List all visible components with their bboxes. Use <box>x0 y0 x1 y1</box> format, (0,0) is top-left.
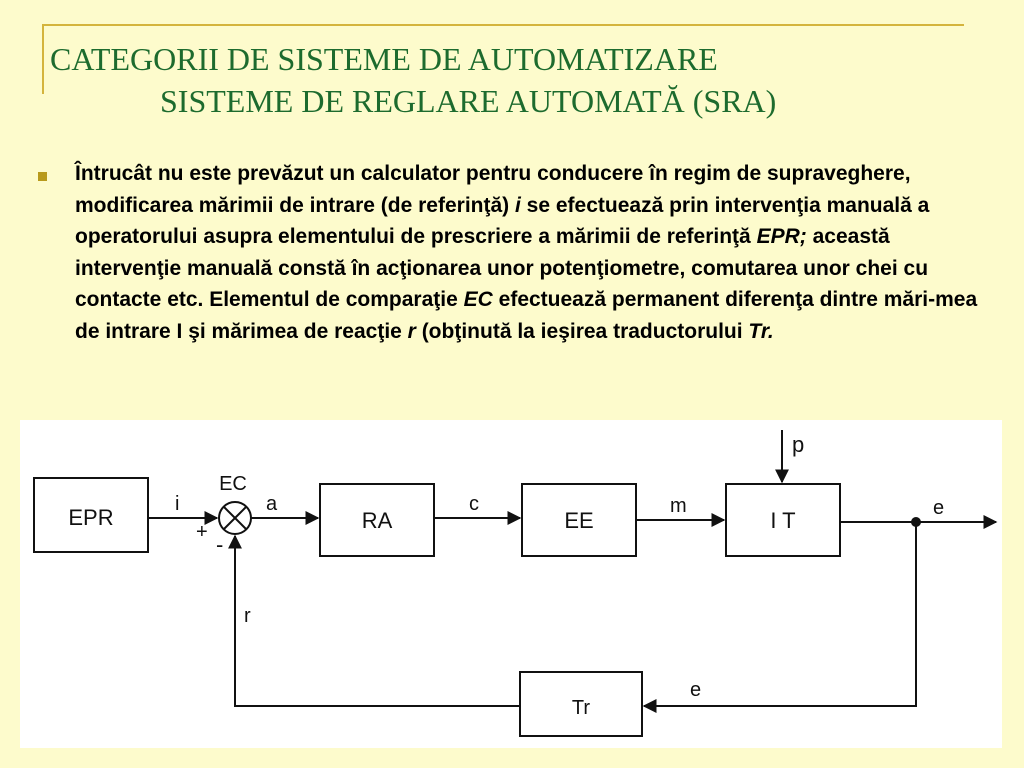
paragraph-italic-epr: EPR; <box>756 225 807 248</box>
feedback-line-right <box>642 522 917 713</box>
block-it <box>725 483 841 557</box>
label-minus: - <box>216 532 223 557</box>
paragraph-italic-tr: Tr. <box>748 319 774 343</box>
bullet-square-icon <box>38 172 47 181</box>
paragraph-text-4: efectuează permanent diferenţa dintre mă… <box>75 288 978 343</box>
block-tr <box>519 671 643 737</box>
label-plus: + <box>196 521 208 543</box>
paragraph-text-2: se efectuează prin intervenţia manuală a… <box>75 193 930 249</box>
slide-title: CATEGORII DE SISTEME DE AUTOMATIZARE SIS… <box>50 38 1010 122</box>
paragraph-italic-r: r <box>407 319 416 343</box>
label-tr: Tr <box>572 697 590 719</box>
title-line-2: SISTEME DE REGLARE AUTOMATĂ (SRA) <box>160 83 777 119</box>
title-frame-left-line <box>42 24 44 94</box>
label-ec: EC <box>219 473 247 495</box>
label-ee: EE <box>564 508 593 533</box>
block-epr <box>33 477 149 553</box>
label-it: I T <box>770 508 795 533</box>
label-a: a <box>266 493 278 515</box>
label-e-feedback: e <box>690 679 701 701</box>
body-paragraph: Întrucât nu este prevăzut un calculator … <box>75 158 995 347</box>
paragraph-text-5: (obţinută la ieşirea traductorului <box>415 319 749 343</box>
label-c: c <box>469 493 479 515</box>
feedback-line-left <box>228 534 520 707</box>
label-epr: EPR <box>68 505 113 530</box>
paragraph-italic-i: i <box>514 193 521 217</box>
label-i: i <box>175 493 179 515</box>
comparator-cross-2 <box>223 506 247 530</box>
label-ra: RA <box>362 508 393 533</box>
paragraph-italic-ec: EC <box>463 288 493 311</box>
label-e-out: e <box>933 497 944 519</box>
block-diagram: EPR RA EE I T Tr EC i + - a c m e p r e <box>20 420 1002 748</box>
label-m: m <box>670 495 687 517</box>
title-frame-top-line <box>42 24 964 26</box>
block-ra <box>319 483 435 557</box>
paragraph-text-1: Întrucât nu este prevăzut un calculator … <box>75 162 911 217</box>
label-r: r <box>244 605 251 627</box>
label-p: p <box>792 432 804 457</box>
title-line-1: CATEGORII DE SISTEME DE AUTOMATIZARE <box>50 41 718 77</box>
branch-point <box>911 517 921 527</box>
paragraph-text-3: această intervenţie manuală constă în ac… <box>75 225 929 311</box>
